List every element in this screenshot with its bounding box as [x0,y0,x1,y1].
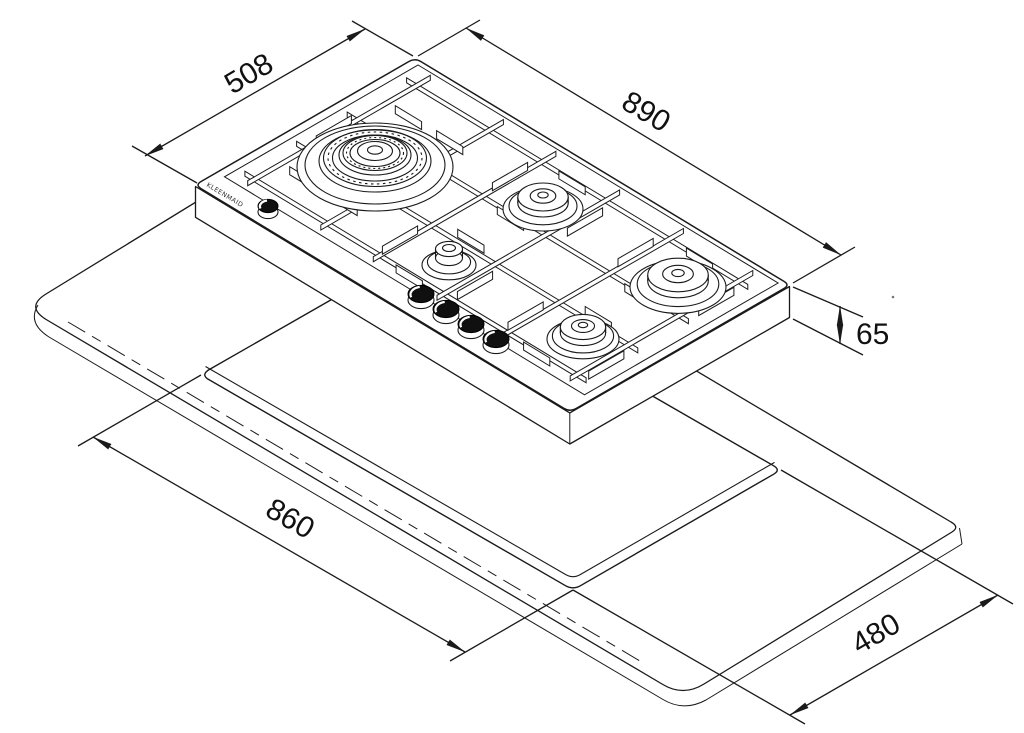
control-knob-1 [257,198,279,220]
extension-line [792,318,864,356]
extension-line [572,589,806,725]
countertop-edge-thickness [959,527,963,545]
burner-front-center [421,240,477,281]
control-knobs [257,198,510,355]
dimension-line [144,28,366,157]
extension-line [780,469,1014,605]
cooktop-width-label: 508 [219,47,279,101]
countertop-top-face [35,136,957,692]
cutout [204,296,778,589]
cutout-outline [204,296,778,589]
control-knob-5 [482,329,510,355]
extension-line [131,145,198,184]
extension-line [351,20,414,57]
dimension-line [465,27,842,256]
dimension-line [92,436,466,653]
grate-finger [436,129,464,156]
burner-front-right [546,313,620,360]
extension-line [417,19,481,57]
cooktop-depth-dimension: 65 [792,286,895,356]
control-knob-2 [407,284,435,310]
extension-line [792,246,856,284]
extension-line [77,374,202,447]
dimension-line [789,594,999,716]
burner-back-right [629,257,727,314]
extension-line [449,589,574,662]
cooktop-length-label: 890 [616,85,676,139]
cutout-length-label: 860 [260,492,320,546]
control-knob-3 [432,299,460,325]
cooktop-depth-label: 65 [856,318,889,351]
extension-line [792,286,864,318]
countertop [33,136,963,707]
grate-finger [456,270,494,301]
grate-finger [394,104,423,131]
stray-mark [891,295,895,299]
grate-finger [507,301,544,332]
wok-burner [296,122,454,212]
cutout-inner-edge [205,366,775,578]
countertop-bullnose-edge [33,304,963,707]
grate-finger [523,341,551,367]
grate-finger [381,225,419,256]
grate-finger [588,349,625,380]
control-knob-4 [457,314,485,340]
